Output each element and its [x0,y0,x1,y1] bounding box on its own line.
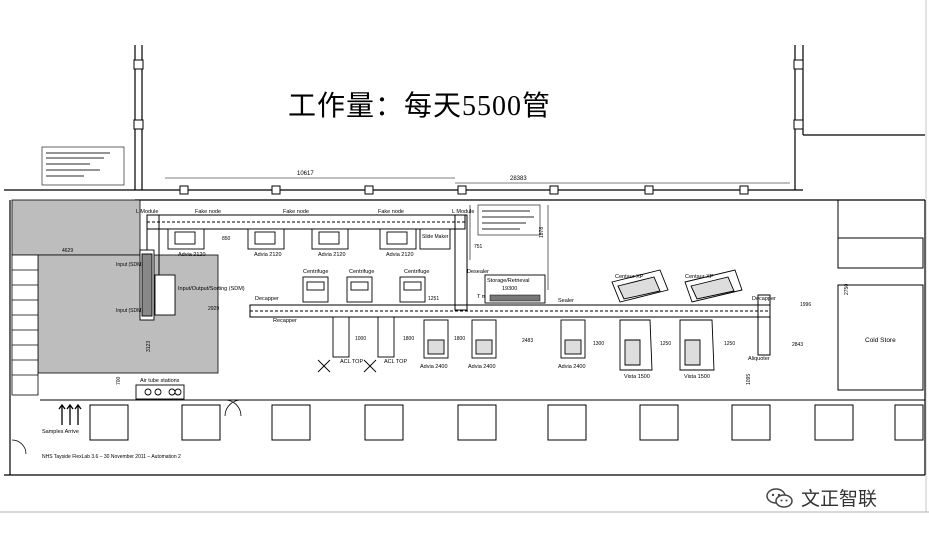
dim-1878: 1878 [539,227,545,238]
label-samples-arrive: Samples Arrive [42,429,79,435]
upper-track [146,214,468,311]
dim-850: 850 [222,236,231,242]
label-desealer: Desealer [467,269,489,275]
label-advia2120-3: Advia 2120 [318,252,346,258]
label-centrifuge-2: Centrifuge [349,269,374,275]
window-mullions [133,59,804,195]
air-tube-stations [135,384,185,400]
dim-700: 700 [116,376,122,385]
notes-box [41,146,125,186]
dim-2929: 2929 [208,306,219,312]
label-advia2400-2: Advia 2400 [468,364,496,370]
label-air-tube: Air tube stations [140,378,180,384]
watermark: 文正智联 [765,484,877,511]
advia-2120-units [167,228,451,250]
label-centrifuge-1: Centrifuge [303,269,328,275]
label-advia2400-3: Advia 2400 [558,364,586,370]
label-input-output: Input/Output/Sorting (SDM) [178,286,245,292]
label-fake-node-2: Fake node [283,209,309,215]
label-centaur-2: Centaur XP [685,274,714,280]
window-bays [40,399,925,441]
centaur-units [611,269,743,303]
label-fake-node-3: Fake node [378,209,404,215]
label-decapper-right: Decapper [752,296,776,302]
door-swings [11,399,242,455]
label-aliquoter: Aliquoter [748,356,770,362]
label-input-2: Input (SDM) [116,308,143,314]
dim-751: 751 [474,244,483,250]
dim-3123: 3123 [146,341,152,352]
label-fake-node-1: Fake node [195,209,221,215]
page-title: 工作量：每天5500管 [288,91,552,122]
dim-1250: 1250 [660,341,671,347]
grey-room-bottom [37,254,219,374]
dim-1095: 1095 [746,374,752,385]
label-advia2120-2: Advia 2120 [254,252,282,258]
dim-1800: 1800 [403,336,414,342]
label-decapper: Decapper [255,296,279,302]
lower-track [249,294,771,356]
stair-steps [11,254,39,396]
label-input-1: Input (SDM) [116,262,143,268]
footer-note: NHS Tayside FlexLab 3.6 – 30 November 20… [42,454,181,460]
label-storage: Storage/Retrieval [487,278,530,284]
label-centaur-1: Centaur XP [615,274,644,280]
label-storage-dim: 19300 [502,286,517,292]
label-advia2120-4: Advia 2120 [386,252,414,258]
label-l-module-right: L Module [452,209,474,215]
dim-1996: 1996 [800,302,811,308]
label-acl-top-1: ACL TOP [340,359,363,365]
dim-1300: 1300 [593,341,604,347]
input-modules [139,249,176,321]
label-advia2120-1: Advia 2120 [178,252,206,258]
label-vista-2: Vista 1500 [684,374,710,380]
label-centrifuge-3: Centrifuge [404,269,429,275]
grey-room-top [11,199,141,256]
label-sealer: Sealer [558,298,574,304]
label-l-module-left: L Module [136,209,158,215]
cold-store-room [837,200,924,391]
dim-2483: 2483 [522,338,533,344]
dim-1800b: 1800 [454,336,465,342]
dimension-lines [165,177,790,290]
label-vista-1: Vista 1500 [624,374,650,380]
dim-10617: 10617 [297,171,314,177]
storage-unit [484,274,546,304]
label-acl-top-2: ACL TOP [384,359,407,365]
arrival-arrows [58,403,82,425]
label-advia2400-1: Advia 2400 [420,364,448,370]
label-slide-maker: Slide Maker [422,234,449,240]
dim-4629: 4629 [62,248,73,254]
dim-1000: 1000 [355,336,366,342]
watermark-text: 文正智联 [801,489,878,510]
lower-analyzers [317,316,715,373]
dim-28383: 28383 [510,176,527,182]
dim-2750: 2750 [844,284,850,295]
wechat-icon [766,487,793,508]
label-cold-store: Cold Store [865,337,896,344]
dim-1250b: 1250 [724,341,735,347]
dim-1251: 1251 [428,296,439,302]
label-recapper: Recapper [273,318,297,324]
dim-2843: 2843 [792,342,803,348]
centrifuges [302,276,426,303]
legend-box [477,204,541,236]
